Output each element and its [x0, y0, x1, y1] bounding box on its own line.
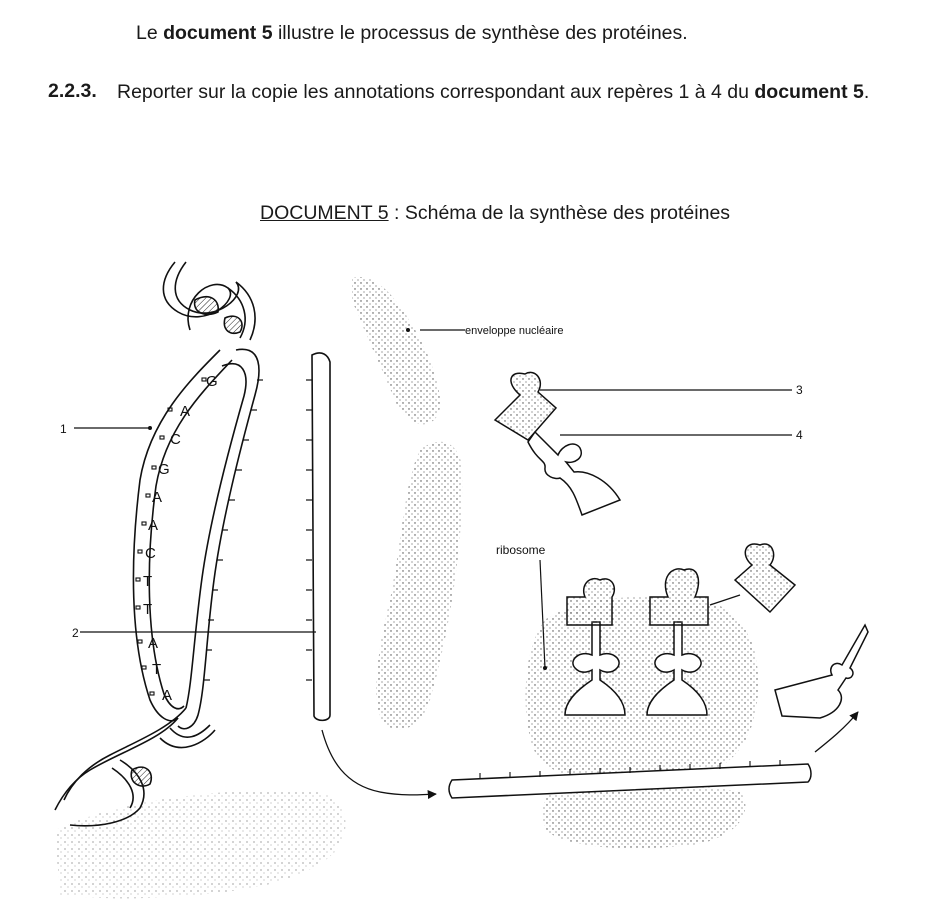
base-7: C: [145, 545, 156, 562]
export-arrow: [321, 729, 437, 800]
base-10: A: [148, 635, 158, 652]
trna-4: [527, 430, 622, 516]
marker-4: 4: [796, 428, 803, 442]
base-3: C: [170, 431, 181, 448]
ribosome-large-subunit: [525, 596, 759, 785]
label-ribosome: ribosome: [496, 543, 546, 557]
amino-acid-3: [493, 371, 558, 441]
document-title-text: Schéma de la synthèse des protéines: [404, 202, 731, 224]
trna-free: [774, 623, 869, 719]
base-8: T: [143, 573, 152, 590]
question-doc-ref: document 5: [754, 81, 864, 103]
marker-dots: [148, 328, 547, 670]
dna-helix-top: [162, 261, 256, 341]
exit-arrow: [814, 711, 859, 753]
dna-helix-bottom: [54, 707, 216, 827]
marker-2: 2: [72, 626, 79, 640]
dna-bases: [135, 377, 207, 696]
nuclear-envelope-middle: [376, 441, 463, 730]
base-6: A: [148, 517, 158, 534]
document-title-sep: :: [388, 202, 405, 224]
intro-post: illustre le processus de synthèse des pr…: [272, 22, 688, 44]
mrna-ticks-nucleus: [306, 379, 312, 681]
amino-acid-right: [649, 568, 709, 626]
intro-pre: Le: [136, 22, 164, 44]
question-end: .: [863, 81, 870, 103]
ribosome-small-subunit: [541, 783, 746, 849]
coding-strand-ticks: [204, 379, 263, 681]
question-number: 2.2.3.: [48, 80, 97, 102]
trna-in-ribosome-left: [564, 621, 626, 716]
trna-in-ribosome-right: [646, 621, 708, 716]
intro-doc-ref: document 5: [163, 22, 273, 44]
amino-acid-left: [566, 578, 616, 626]
base-1: G: [206, 373, 218, 390]
base-11: T: [152, 661, 161, 678]
mrna-strand-cytoplasm: [448, 763, 812, 799]
label-nuclear-envelope: enveloppe nucléaire: [465, 325, 563, 337]
nuclear-envelope-top: [352, 277, 440, 425]
dna-strand-coding: [177, 348, 260, 730]
base-2: A: [180, 403, 190, 420]
base-5: A: [152, 489, 162, 506]
mrna-ticks-cytoplasm: [479, 760, 781, 779]
intro-sentence: Le document 5 illustre le processus de s…: [136, 22, 688, 45]
marker-1: 1: [60, 422, 67, 436]
question-text: Reporter sur la copie les annotations co…: [117, 80, 927, 104]
document-title: DOCUMENT 5 : Schéma de la synthèse des p…: [260, 202, 730, 225]
dna-base-letters: G A C G A A C T T A T A: [143, 373, 218, 704]
marker-lines: [74, 329, 792, 669]
document-title-label: DOCUMENT 5: [260, 202, 389, 224]
mrna-strand-nucleus: [311, 352, 331, 722]
base-9: T: [143, 601, 152, 618]
base-4: G: [158, 461, 170, 478]
question-body: Reporter sur la copie les annotations co…: [117, 81, 755, 103]
base-12: A: [162, 687, 172, 704]
dna-strand-template: [132, 349, 233, 722]
amino-acid-free: [733, 543, 797, 614]
marker-3: 3: [796, 383, 803, 397]
nucleoplasm-lower-left: [55, 790, 346, 899]
